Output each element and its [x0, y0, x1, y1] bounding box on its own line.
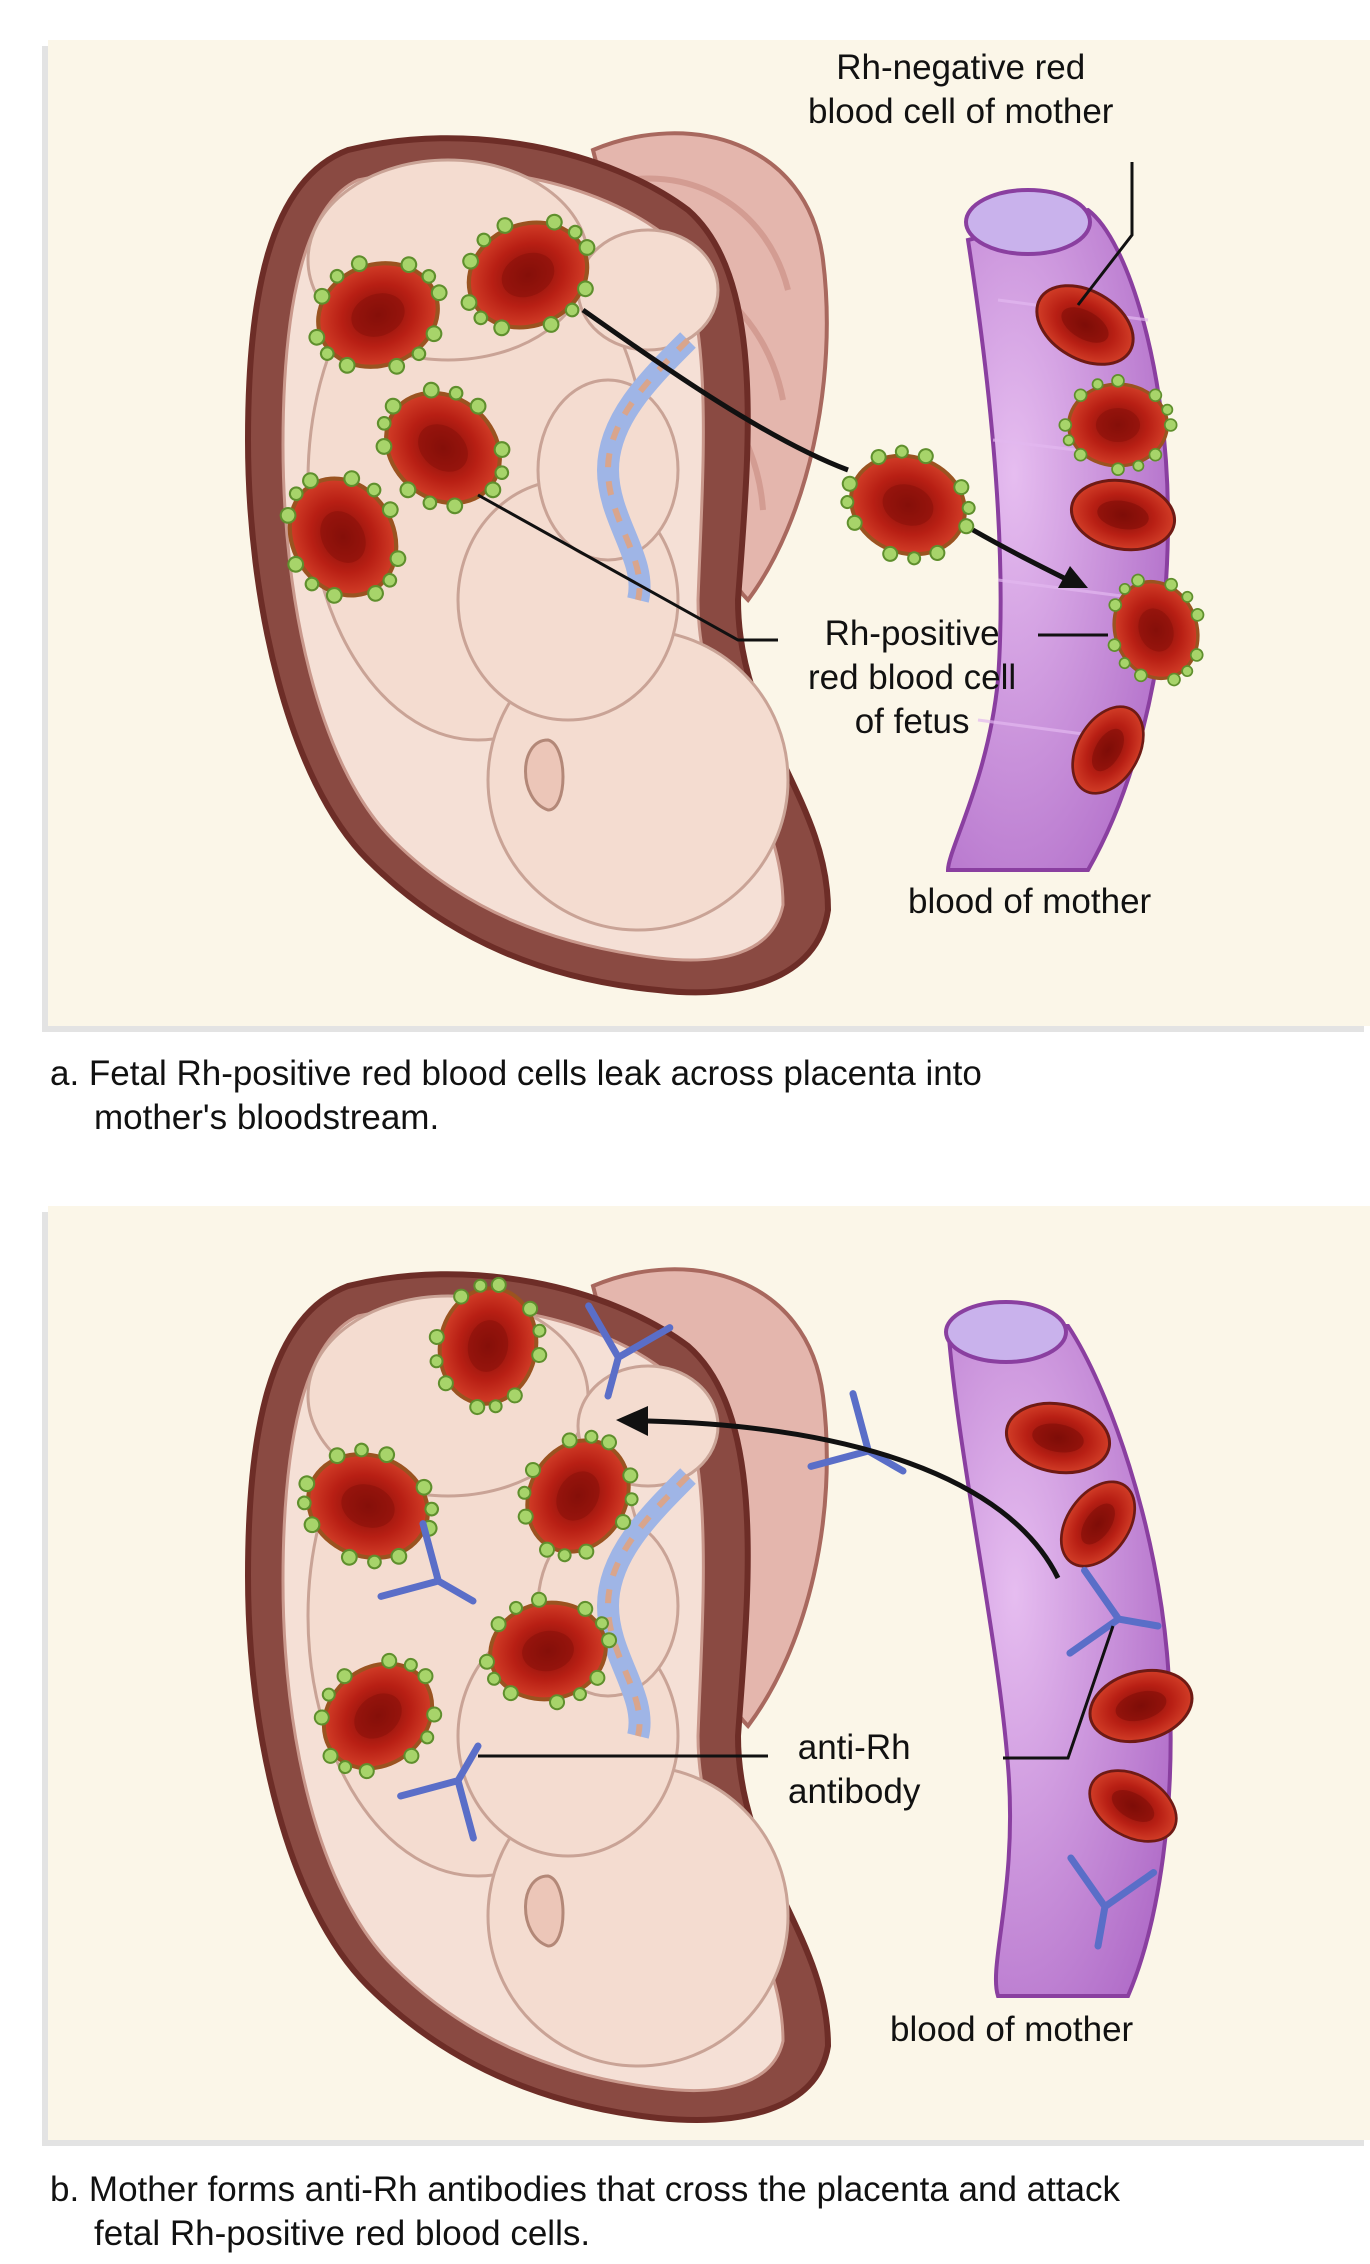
label-rh-negative: Rh-negative red blood cell of mother	[808, 48, 1114, 131]
label-anti-rh-antibody: anti-Rh antibody	[788, 1728, 921, 1811]
panel-b-illustration: anti-Rh antibody blood of mother	[48, 1206, 1370, 2140]
label-rh-positive: Rh-positive red blood cell of fetus	[808, 614, 1017, 741]
antibody-arrow	[647, 1418, 1061, 1580]
panel-a-illustration: Rh-negative red blood cell of mother Rh-…	[48, 40, 1370, 1026]
label-blood-of-mother: blood of mother	[908, 882, 1152, 921]
vessel-opening	[964, 188, 1092, 256]
rbc-rh-positive	[820, 423, 996, 587]
panel-a-drawing	[244, 131, 1225, 996]
rbc-rh-positive	[1057, 373, 1179, 477]
caption-b: b. Mother forms anti-Rh antibodies that …	[50, 2170, 1121, 2253]
vessel-opening	[944, 1300, 1068, 1364]
panel-b-drawing	[244, 1265, 1202, 2123]
caption-a: a. Fetal Rh-positive red blood cells lea…	[50, 1054, 982, 1137]
mother-blood-vessel	[945, 207, 1171, 872]
label-blood-of-mother: blood of mother	[890, 2010, 1134, 2049]
leak-arrow	[581, 307, 849, 473]
